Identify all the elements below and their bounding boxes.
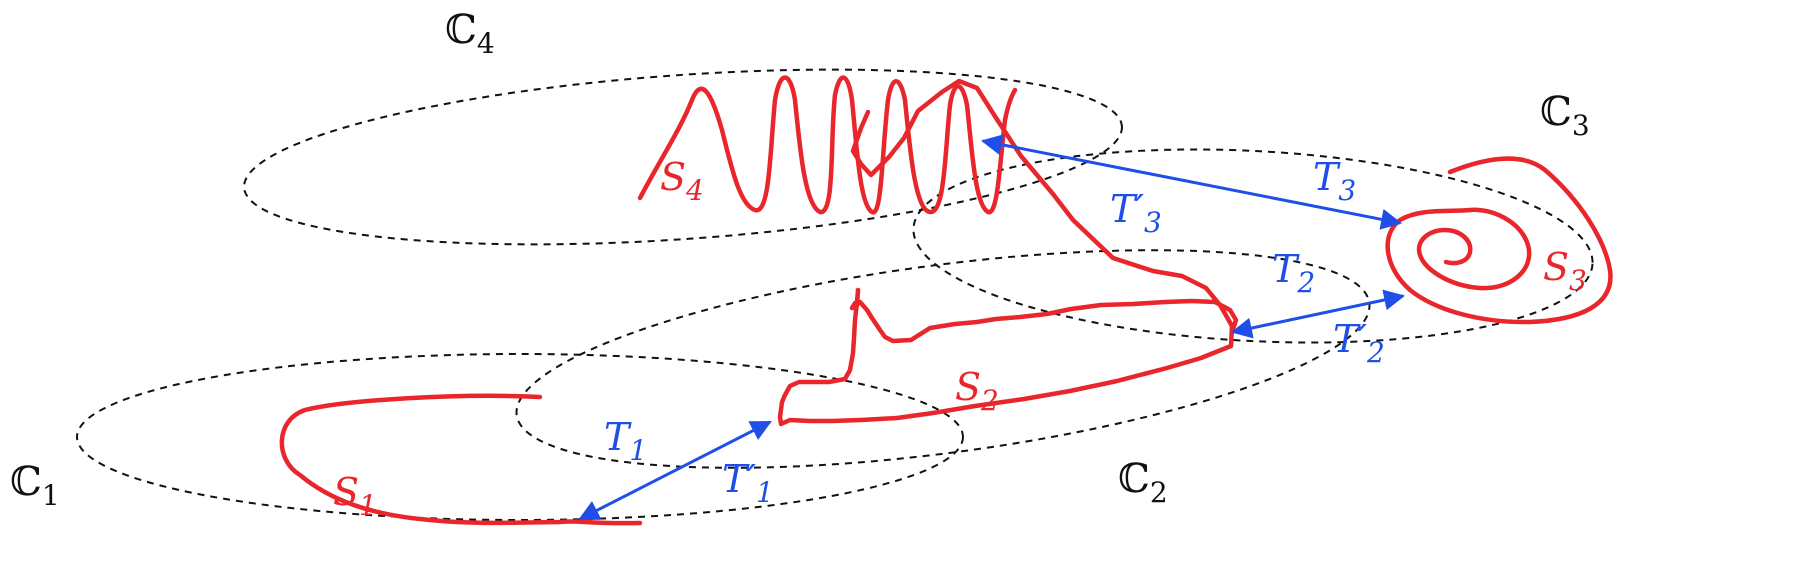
set-label-1: S1 <box>333 470 377 522</box>
chart-ellipse-4 <box>243 68 1123 246</box>
transition-label-t3: T3 <box>1313 155 1356 207</box>
set-curve-3 <box>1385 156 1613 325</box>
set-curve-4 <box>637 75 1018 215</box>
chart-label-2: ℂ2 <box>1118 456 1168 509</box>
transition-label-t2: T2 <box>1272 247 1315 299</box>
transition-label-t3-prime: T′3 <box>1110 187 1162 239</box>
set-curve-2 <box>777 78 1239 427</box>
chart-label-3: ℂ3 <box>1540 89 1590 142</box>
chart-ellipse-1 <box>76 353 964 521</box>
set-label-2: S2 <box>955 365 999 417</box>
transition-arrow-3 <box>980 134 1403 230</box>
transition-label-t2-prime: T′2 <box>1333 317 1385 369</box>
transition-label-t1-prime: T′1 <box>722 457 774 509</box>
set-label-3: S3 <box>1543 245 1587 297</box>
set-label-4: S4 <box>660 155 704 207</box>
chart-label-1: ℂ1 <box>10 459 60 512</box>
set-curve-1 <box>279 393 643 526</box>
transition-label-t1: T1 <box>604 415 647 467</box>
chart-label-4: ℂ4 <box>445 7 495 60</box>
transition-arrow-1 <box>578 420 772 521</box>
transition-arrow-2 <box>1230 289 1406 339</box>
chart-ellipse-3 <box>912 148 1594 344</box>
